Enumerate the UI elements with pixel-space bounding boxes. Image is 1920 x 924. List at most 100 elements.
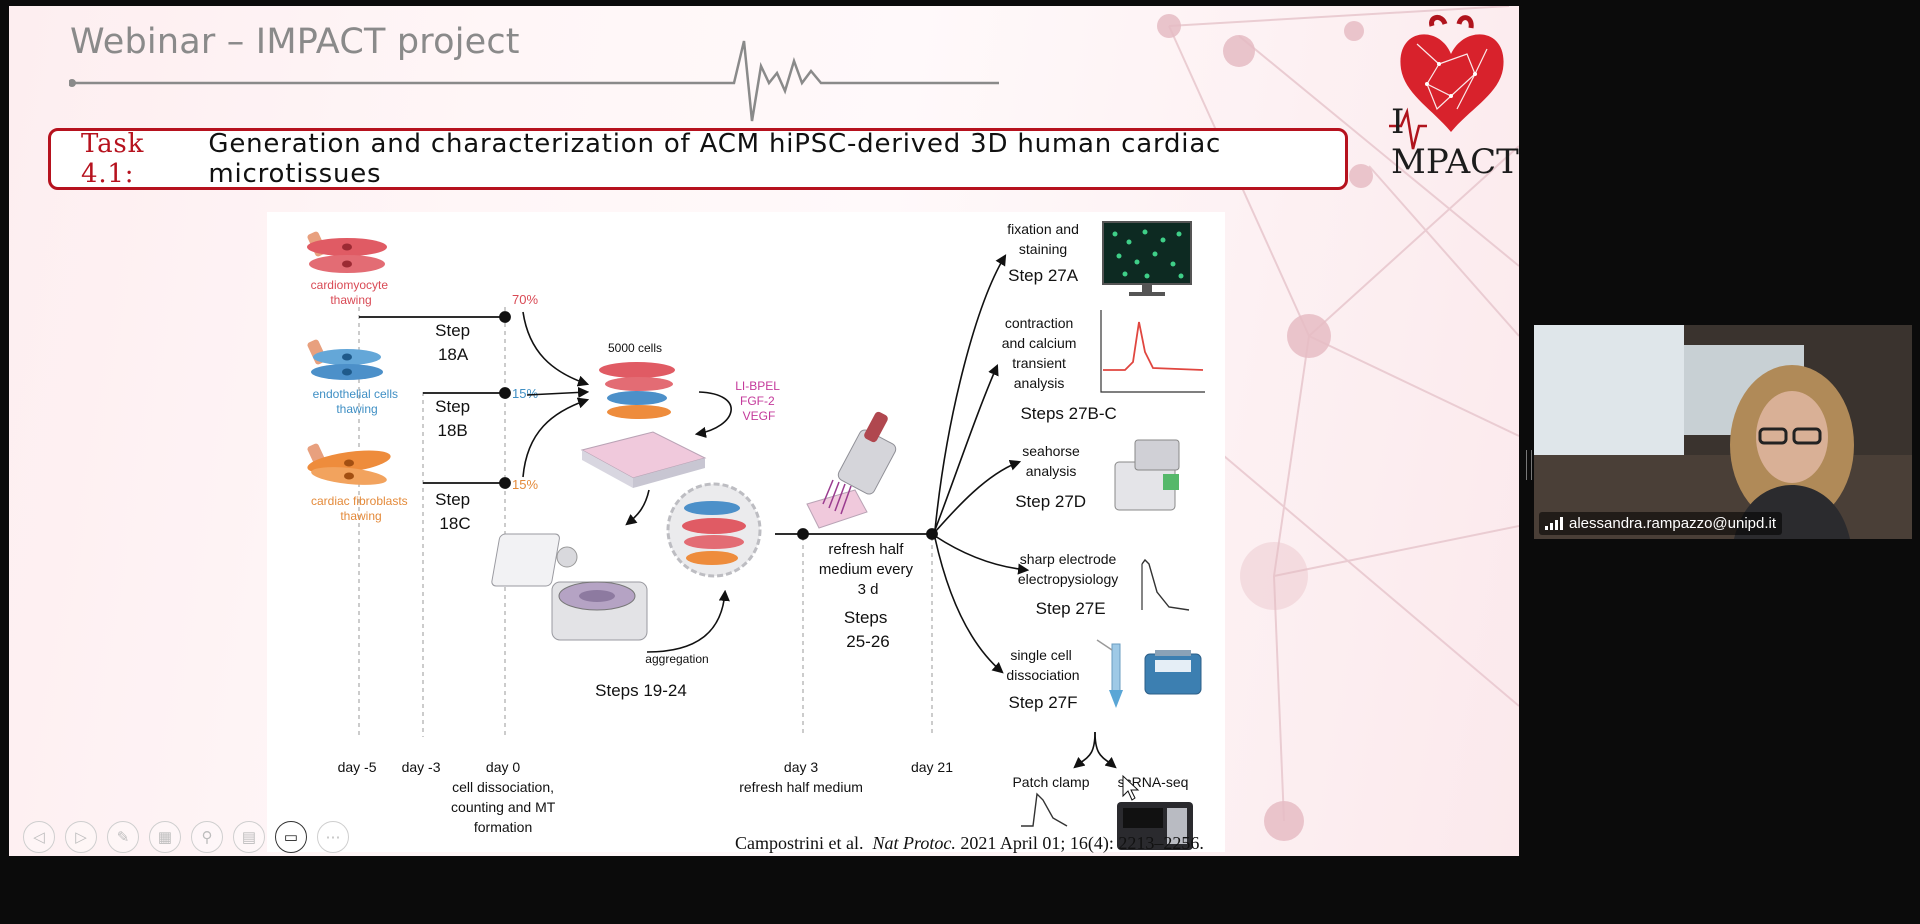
sequencer-icon [1117, 802, 1193, 850]
svg-text:cardiac fibroblasts th: cardiac fibroblasts thawing [311, 494, 411, 523]
task-text: Generation and characterization of ACM h… [208, 129, 1222, 189]
day-0-note-3: formation [474, 819, 532, 835]
impact-heart-logo [1389, 15, 1504, 150]
step-18c-1: Step [435, 490, 470, 509]
citation: Campostrini et al. Nat Protoc. 2021 Apri… [735, 833, 1204, 854]
participant-video [1534, 325, 1912, 539]
endothelial-label-2: thawing [336, 402, 377, 416]
well-plate-icon [580, 431, 707, 488]
citation-authors: Campostrini et al. [735, 833, 864, 853]
percent-15a: 15% [512, 386, 538, 401]
cells-5000-label: 5000 cells [608, 341, 662, 355]
next-slide-button[interactable]: ▷ [65, 821, 97, 853]
previous-icon: ◁ [33, 829, 45, 846]
step-18c-2: 18C [439, 514, 470, 533]
patch-clamp-trace-icon [1021, 792, 1068, 827]
svg-text:Step 27A Steps 27B-C: Step 27A Steps 27B-C Step 27D Step 27E S… [1008, 266, 1121, 712]
action-potential-icon [1141, 558, 1190, 611]
cell-counter-icon [1144, 650, 1202, 695]
day-21-label: day 21 [911, 759, 953, 775]
mouse-cursor [1122, 774, 1140, 801]
slides-grid-icon: ▦ [157, 829, 173, 846]
analysis-c-1: seahorse [1022, 443, 1080, 459]
day-0-label: day 0 [486, 759, 520, 775]
step-18a-1: Step [435, 321, 470, 340]
analysis-d-1: sharp electrode [1020, 551, 1117, 567]
analysis-e-step: Step 27F [1009, 693, 1078, 712]
svg-text:LI-BPEL FGF-2: LI-BPEL FGF-2 VEGF [735, 379, 783, 423]
day-0-note-1: cell dissociation, [452, 779, 554, 795]
more-options-button[interactable]: ⋯ [317, 821, 349, 853]
participant-name: alessandra.rampazzo@unipd.it [1569, 515, 1777, 532]
factor-3: VEGF [743, 409, 776, 423]
header-title: Webinar – IMPACT project [70, 22, 520, 62]
svg-text:endothelial cells thaw: endothelial cells thawing [313, 387, 402, 416]
refresh-line-3: 3 d [858, 581, 879, 598]
previous-slide-button[interactable]: ◁ [23, 821, 55, 853]
analysis-b-3: transient [1012, 355, 1066, 371]
participant-name-label: alessandra.rampazzo@unipd.it [1539, 512, 1783, 535]
camera-button[interactable]: ▭ [275, 821, 307, 853]
endothelial-label-1: endothelial cells [313, 387, 398, 401]
presentation-slide: Webinar – IMPACT project I MPACT Task 4.… [9, 6, 1519, 856]
task-title-box: Task 4.1: Generation and characterizatio… [48, 128, 1348, 190]
cardiomyocyte-icon [307, 231, 387, 273]
protocol-figure: cardiomyocyte thawing endothelial cells … [267, 212, 1225, 852]
steps-25-26-1: Steps [844, 608, 887, 627]
svg-text:cardiomyocyte thawing: cardiomyocyte thawing [311, 278, 392, 307]
day-m3-label: day -3 [402, 759, 441, 775]
refresh-line-2: medium every [819, 561, 914, 578]
patch-clamp-label: Patch clamp [1012, 774, 1089, 790]
heartbeat-line [69, 40, 999, 122]
centrifuge-icon [491, 533, 648, 641]
analysis-c-2: analysis [1026, 463, 1077, 479]
svg-text:refresh half medium ev: refresh half medium every 3 d [819, 541, 917, 598]
refresh-line-1: refresh half [828, 541, 904, 558]
fibroblast-label-1: cardiac fibroblasts [311, 494, 408, 508]
seahorse-analyzer-icon [1114, 439, 1180, 511]
microtissue-icon [666, 482, 762, 578]
mixed-cells-icon [599, 362, 675, 419]
analysis-d-2: electropysiology [1018, 571, 1118, 587]
panel-splitter-handle[interactable] [1526, 450, 1532, 480]
multichannel-pipette-icon [806, 411, 897, 529]
analysis-b-4: analysis [1014, 375, 1065, 391]
step-18a-2: 18A [438, 345, 469, 364]
cardiomyocyte-label-1: cardiomyocyte [311, 278, 389, 292]
step-18b-2: 18B [438, 421, 468, 440]
percent-15b: 15% [512, 477, 538, 492]
svg-text:day -5 day -3: day -5 day -3 day 0 cell dissociation, c… [338, 759, 954, 835]
pen-icon: ✎ [116, 829, 130, 846]
day-3-label: day 3 [784, 759, 818, 775]
analysis-a-2: staining [1019, 241, 1067, 257]
day-m5-label: day -5 [338, 759, 377, 775]
subtitles-button[interactable]: ▤ [233, 821, 265, 853]
logo-text: I MPACT [1391, 102, 1519, 182]
analysis-b-1: contraction [1005, 315, 1073, 331]
aggregation-label: aggregation [645, 652, 708, 666]
cardiomyocyte-label-2: thawing [330, 293, 371, 307]
participant-video-tile[interactable]: alessandra.rampazzo@unipd.it [1534, 325, 1912, 539]
protocol-diagram: cardiomyocyte thawing endothelial cells … [307, 221, 1205, 850]
analysis-e-1: single cell [1010, 647, 1071, 663]
percent-70: 70% [512, 292, 538, 307]
svg-text:Step 18A Step: Step 18A Step 18B Step 18C [435, 321, 475, 533]
factor-1: LI-BPEL [735, 379, 780, 393]
day-0-note-2: counting and MT [451, 799, 556, 815]
endothelial-cells-icon [307, 339, 383, 380]
svg-text:fixation and staining: fixation and staining contraction and ca… [1002, 221, 1122, 683]
task-label: Task 4.1: [81, 129, 145, 189]
pen-button[interactable]: ✎ [107, 821, 139, 853]
subtitles-icon: ▤ [241, 829, 257, 846]
citation-journal: Nat Protoc. [872, 833, 956, 853]
more-icon: ⋯ [325, 829, 341, 846]
all-slides-button[interactable]: ▦ [149, 821, 181, 853]
analysis-d-step: Step 27E [1036, 599, 1106, 618]
signal-strength-icon [1545, 517, 1563, 530]
day-3-note: refresh half medium [739, 779, 863, 795]
zoom-button[interactable]: ⚲ [191, 821, 223, 853]
citation-details: 2021 April 01; 16(4): 2213–2256. [960, 833, 1204, 853]
analysis-b-2: and calcium [1002, 335, 1077, 351]
camera-icon: ▭ [283, 829, 299, 846]
analysis-c-step: Step 27D [1015, 492, 1086, 511]
